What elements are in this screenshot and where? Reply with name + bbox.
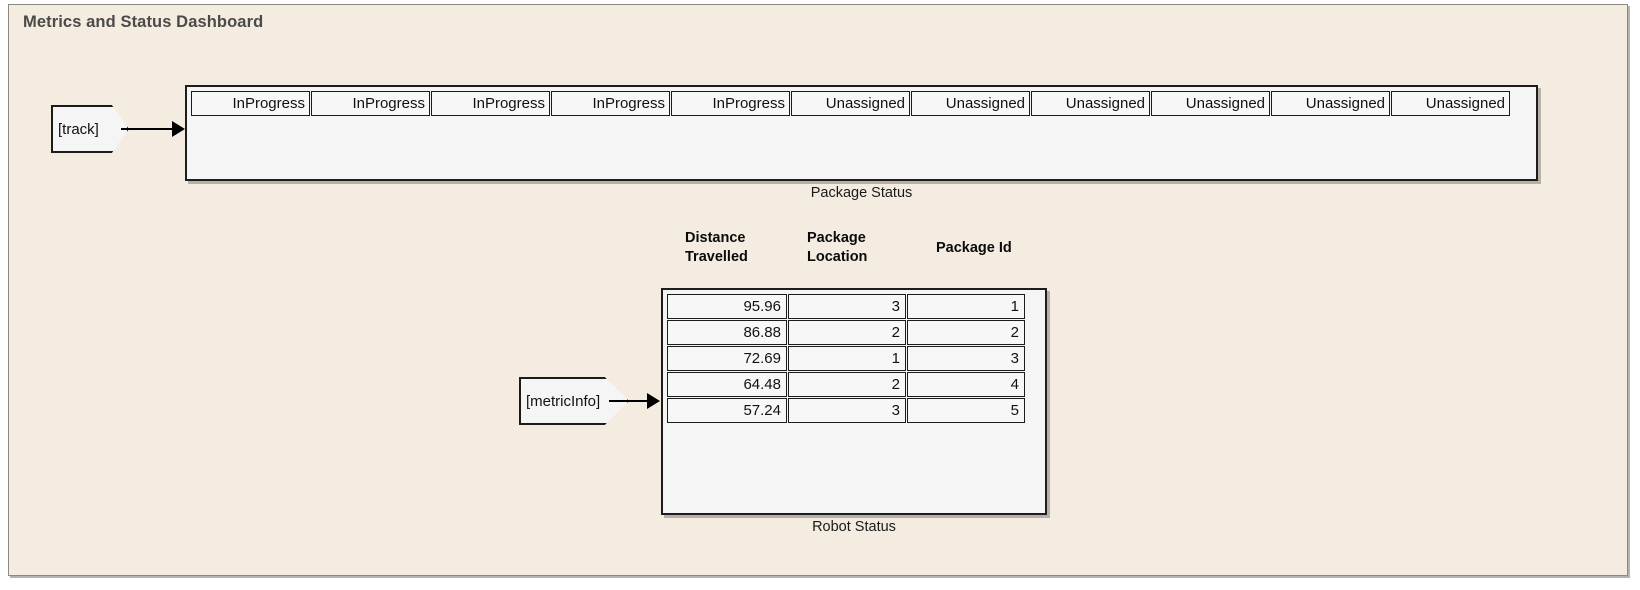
package-status-cell[interactable]: Unassigned xyxy=(791,91,910,116)
table-cell-location[interactable]: 2 xyxy=(788,372,906,397)
signal-tag-track[interactable]: [track] xyxy=(51,105,129,153)
column-header-distance-travelled: Distance Travelled xyxy=(685,230,748,265)
robot-status-caption: Robot Status xyxy=(812,519,896,535)
package-status-cell[interactable]: InProgress xyxy=(431,91,550,116)
robot-status-column-headers: Distance Travelled Package Location Pack… xyxy=(669,227,1069,287)
signal-line-track xyxy=(121,128,183,130)
table-cell-id[interactable]: 5 xyxy=(907,398,1025,423)
package-status-cell[interactable]: InProgress xyxy=(671,91,790,116)
table-cell-location[interactable]: 3 xyxy=(788,398,906,423)
package-status-cell[interactable]: Unassigned xyxy=(1391,91,1510,116)
signal-tag-track-label: [track] xyxy=(58,120,99,138)
table-cell-location[interactable]: 2 xyxy=(788,320,906,345)
table-cell-location[interactable]: 1 xyxy=(788,346,906,371)
table-cell-distance[interactable]: 86.88 xyxy=(667,320,787,345)
table-cell-id[interactable]: 1 xyxy=(907,294,1025,319)
signal-line-metricinfo xyxy=(609,400,655,402)
signal-arrowhead-metricinfo xyxy=(647,393,660,409)
table-cell-distance[interactable]: 72.69 xyxy=(667,346,787,371)
table-cell-id[interactable]: 2 xyxy=(907,320,1025,345)
package-status-cell[interactable]: InProgress xyxy=(311,91,430,116)
dashboard-frame: Metrics and Status Dashboard [track] InP… xyxy=(8,4,1628,576)
signal-arrowhead-track xyxy=(172,121,185,137)
package-status-caption: Package Status xyxy=(810,185,913,201)
table-cell-distance[interactable]: 95.96 xyxy=(667,294,787,319)
package-status-cell[interactable]: Unassigned xyxy=(1151,91,1270,116)
signal-tag-metricinfo[interactable]: [metricInfo] xyxy=(519,377,629,425)
column-header-package-location: Package Location xyxy=(807,230,868,265)
package-status-cell[interactable]: Unassigned xyxy=(1031,91,1150,116)
table-cell-id[interactable]: 3 xyxy=(907,346,1025,371)
package-status-cell[interactable]: InProgress xyxy=(191,91,310,116)
package-status-cell[interactable]: InProgress xyxy=(551,91,670,116)
signal-tag-metricinfo-label: [metricInfo] xyxy=(526,392,601,410)
column-header-package-id: Package Id xyxy=(936,240,1012,256)
table-cell-distance[interactable]: 57.24 xyxy=(667,398,787,423)
page-title: Metrics and Status Dashboard xyxy=(23,13,264,31)
table-cell-distance[interactable]: 64.48 xyxy=(667,372,787,397)
table-cell-id[interactable]: 4 xyxy=(907,372,1025,397)
package-status-cell[interactable]: Unassigned xyxy=(1271,91,1390,116)
table-cell-location[interactable]: 3 xyxy=(788,294,906,319)
package-status-cell[interactable]: Unassigned xyxy=(911,91,1030,116)
